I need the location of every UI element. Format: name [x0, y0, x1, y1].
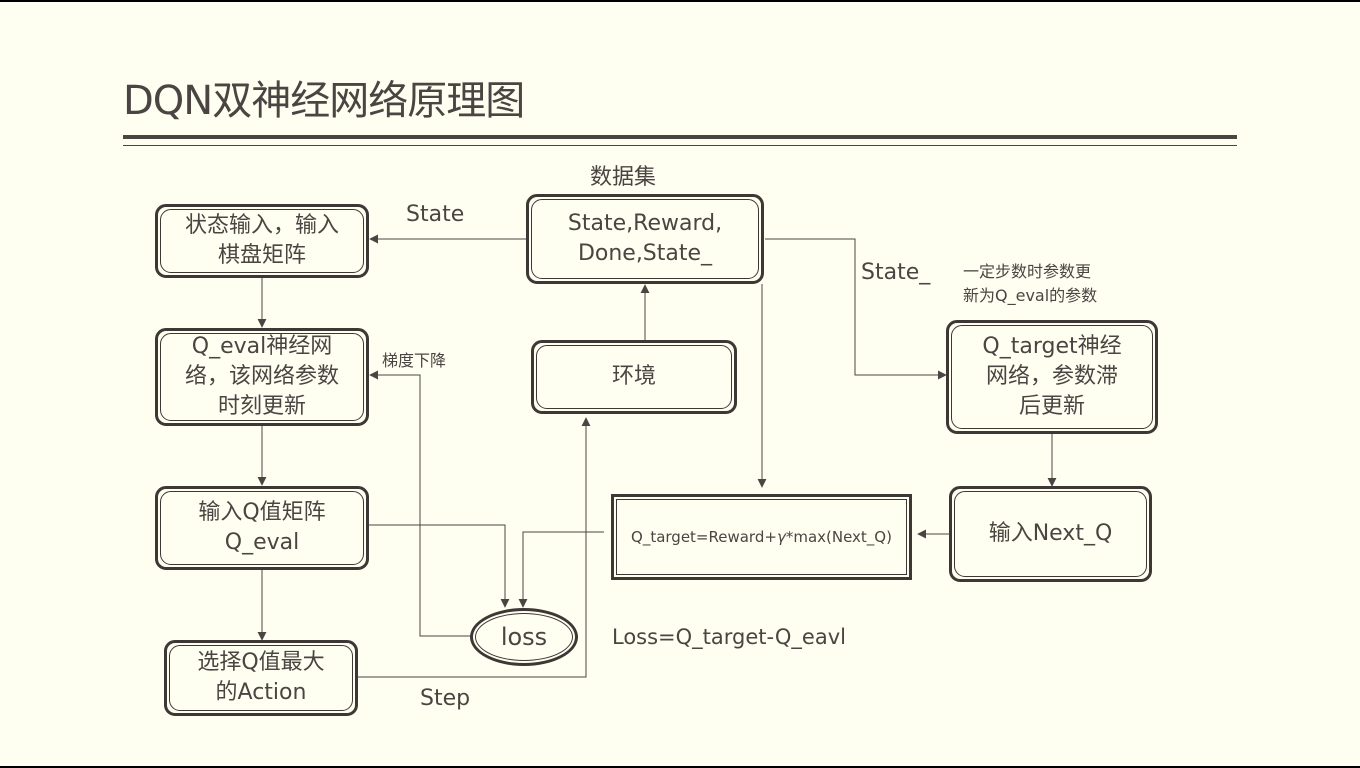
q-value-matrix-node: 输入Q值矩阵 Q_eval [155, 486, 369, 570]
environment-label: 环境 [611, 364, 656, 389]
q-value-matrix-line2: Q_eval [224, 530, 300, 555]
q-eval-line1: Q_eval神经网 [191, 334, 333, 359]
q-target-formula-node: Q_target=Reward+γ*max(Next_Q) [611, 494, 912, 580]
state-input-line1: 状态输入，输入 [184, 213, 339, 238]
next-q-node: 输入Next_Q [949, 486, 1152, 582]
gamma-symbol: γ [776, 528, 786, 546]
q-value-matrix-line1: 输入Q值矩阵 [198, 500, 326, 525]
edge-step [358, 417, 591, 678]
q-eval-line3: 时刻更新 [217, 394, 306, 419]
param-update-note-line2: 新为Q_eval的参数 [963, 286, 1098, 305]
environment-node: 环境 [531, 340, 737, 414]
page-title: DQN双神经网络原理图 [123, 78, 525, 124]
edge-state-next [765, 238, 947, 380]
dataset-line2: Done,State_ [577, 241, 713, 266]
state-edge-label: State [406, 202, 465, 227]
step-label: Step [420, 686, 471, 711]
select-action-node: 选择Q值最大 的Action [164, 640, 358, 716]
loss-label: loss [500, 623, 548, 651]
dataset-line1: State,Reward, [567, 211, 723, 236]
q-target-line1: Q_target神经 [982, 334, 1122, 359]
edge-formula-to-loss [518, 531, 604, 608]
q-target-formula: Q_target=Reward+γ*max(Next_Q) [631, 527, 892, 547]
param-update-note-line1: 一定步数时参数更 [963, 262, 1092, 281]
select-action-line1: 选择Q值最大 [197, 650, 325, 675]
select-action-line2: 的Action [215, 680, 307, 705]
q-target-formula-suffix: *max(Next_Q) [785, 528, 892, 546]
q-eval-network-node: Q_eval神经网 络，该网络参数 时刻更新 [155, 328, 369, 426]
param-update-note: 一定步数时参数更 新为Q_eval的参数 [963, 260, 1097, 308]
q-target-line3: 后更新 [1018, 394, 1085, 419]
q-target-formula-prefix: Q_target=Reward+ [631, 528, 777, 546]
state-input-node: 状态输入，输入 棋盘矩阵 [155, 204, 369, 278]
q-target-network-node: Q_target神经 网络，参数滞 后更新 [946, 320, 1158, 434]
gradient-descent-label: 梯度下降 [382, 351, 447, 370]
state-next-edge-label: State_ [861, 260, 931, 285]
loss-node: loss [470, 608, 578, 666]
q-target-line2: 网络，参数滞 [985, 364, 1118, 389]
title-divider-thick [123, 135, 1237, 139]
q-eval-line2: 络，该网络参数 [184, 364, 339, 389]
dataset-label: 数据集 [590, 165, 657, 190]
state-input-line2: 棋盘矩阵 [217, 243, 306, 268]
title-divider-thin [123, 145, 1237, 146]
dataset-node: State,Reward, Done,State_ [526, 194, 764, 284]
edge-matrix-to-loss [348, 524, 510, 608]
edge-gradient-descent [369, 370, 470, 637]
loss-formula-label: Loss=Q_target-Q_eavl [612, 625, 846, 649]
next-q-label: 输入Next_Q [988, 521, 1113, 546]
